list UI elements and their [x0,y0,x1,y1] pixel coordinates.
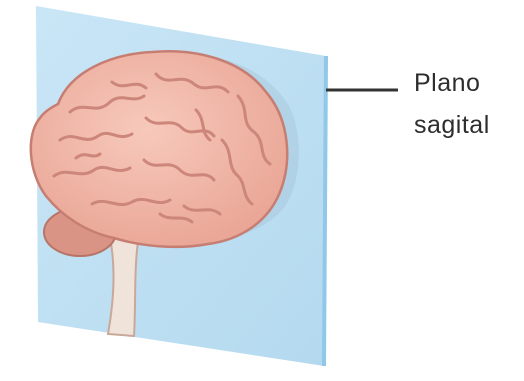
sagittal-plane-label-line-1: Plano [414,71,480,96]
sagittal-plane-label-line-2: sagital [414,113,490,138]
sagittal-plane-edge [324,56,326,366]
brainstem [108,238,138,336]
